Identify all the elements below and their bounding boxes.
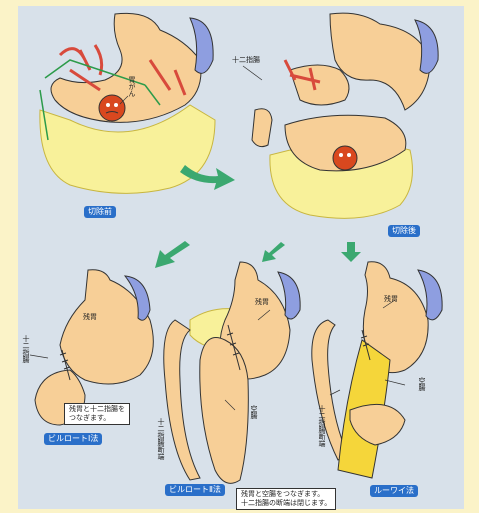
label-remnant-b1: 残胃 <box>83 313 97 321</box>
label-billroth1: ビルロートⅠ法 <box>44 433 102 445</box>
label-before: 切除前 <box>84 206 116 218</box>
note-b2-line2: 十二指腸の断端は閉じます。 <box>241 499 331 508</box>
label-jejunum-ry: 空腸 <box>418 377 426 391</box>
arrow-to-rouxy <box>341 242 361 262</box>
label-billroth2: ビルロートⅡ法 <box>165 484 225 496</box>
after-duodenum-stump <box>252 109 272 147</box>
before-tumor <box>99 95 125 121</box>
label-remnant-b2: 残胃 <box>255 298 269 306</box>
note-billroth2: 残胃と空腸をつなぎます。 十二指腸の断端は閉じます。 <box>236 488 336 510</box>
before-stomach-group <box>40 13 215 193</box>
label-cancer: 胃がん <box>128 76 136 97</box>
before-stomach <box>51 13 201 122</box>
label-jejunum-b2: 空腸 <box>250 405 258 419</box>
label-duodenum-b1: 十二指腸 <box>22 335 30 363</box>
note-b1-line1: 残胃と十二指腸を <box>69 405 125 414</box>
after-group <box>252 13 438 218</box>
arrow-to-billroth2 <box>262 242 285 262</box>
arrow-to-billroth1 <box>155 241 190 268</box>
label-remnant-ry: 残胃 <box>384 295 398 303</box>
note-billroth1: 残胃と十二指腸を つなぎます。 <box>64 403 130 425</box>
label-after: 切除後 <box>388 225 420 237</box>
note-b1-line2: つなぎます。 <box>69 414 125 423</box>
billroth1-group <box>35 270 153 425</box>
after-tumor <box>333 146 357 170</box>
label-rouxy: ルーワイ法 <box>370 485 418 497</box>
billroth2-group <box>164 262 300 483</box>
label-duodenal-stump-ry: 十二指腸断端 <box>318 405 326 447</box>
after-cut-stomach-a <box>290 65 349 105</box>
b2-duodenum-loop <box>164 320 200 480</box>
rouxy-group <box>312 262 442 478</box>
label-duodenal-stump-b2: 十二指腸断端 <box>157 418 165 460</box>
note-b2-line1: 残胃と空腸をつなぎます。 <box>241 490 331 499</box>
b2-jejunum-loop <box>200 338 249 484</box>
label-duodenum-after: 十二指腸 <box>232 56 260 64</box>
